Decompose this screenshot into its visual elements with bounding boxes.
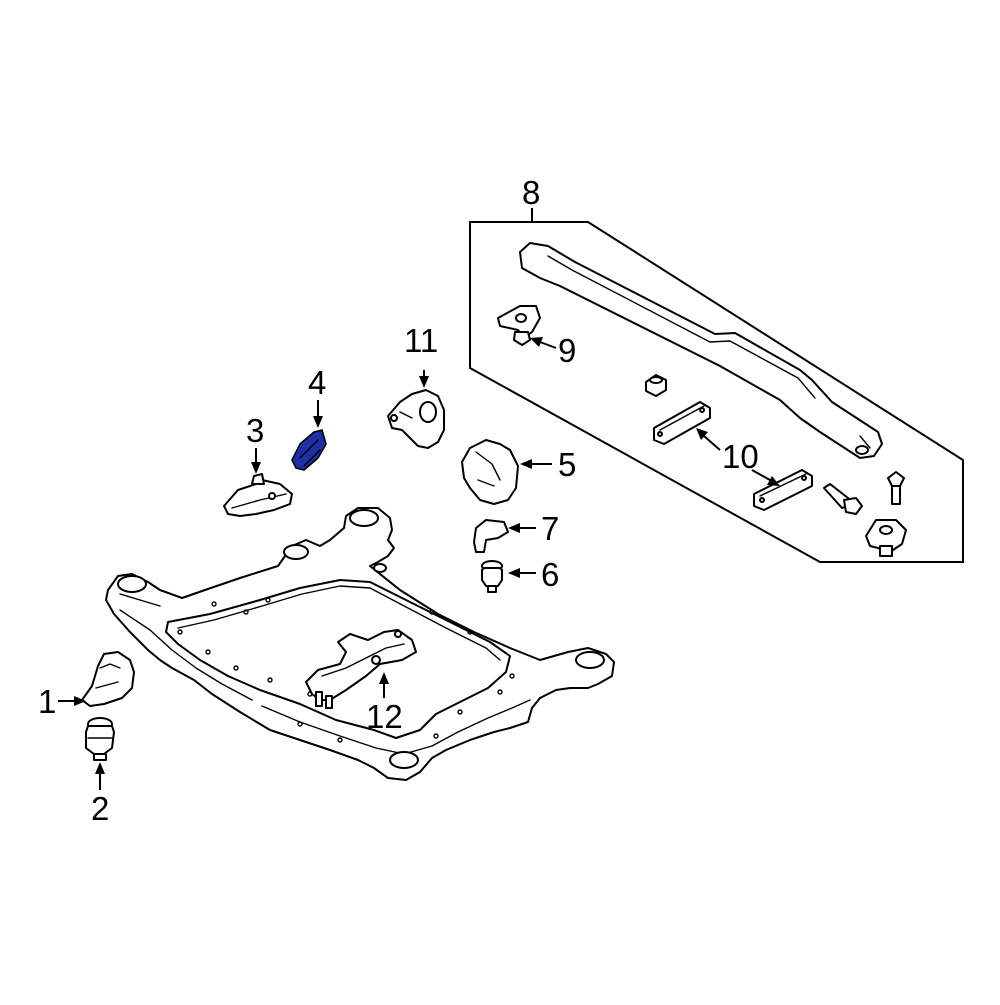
callout-1: 1 [38, 683, 56, 720]
inset-panel [469, 221, 964, 563]
bracket-part-4-highlighted[interactable] [291, 429, 327, 471]
bracket-part-1[interactable] [81, 651, 135, 707]
callout-2: 2 [91, 790, 109, 827]
callout-12: 12 [366, 698, 403, 735]
mount-part-11[interactable] [387, 389, 445, 449]
plate-part-10-upper[interactable] [653, 401, 711, 445]
long-bolt[interactable] [823, 483, 863, 515]
mount-part-9[interactable] [497, 305, 541, 346]
bushing-part-6[interactable] [481, 560, 503, 593]
callout-4: 4 [308, 364, 326, 401]
short-bolt[interactable] [887, 471, 905, 505]
callout-7: 7 [541, 510, 559, 547]
mount-part-5[interactable] [461, 439, 519, 505]
callout-10: 10 [722, 438, 759, 475]
callout-5: 5 [558, 446, 576, 483]
small-mount-right[interactable] [865, 519, 907, 557]
callout-11: 11 [404, 322, 438, 359]
callout-3: 3 [246, 412, 264, 449]
callout-9: 9 [558, 332, 576, 369]
mount-part-3[interactable] [223, 473, 293, 517]
callout-6: 6 [541, 556, 559, 593]
bushing-part-2[interactable] [85, 717, 115, 761]
mount-part-12[interactable] [305, 629, 417, 709]
callout-8: 8 [522, 174, 540, 211]
plate-part-10-lower[interactable] [753, 469, 813, 511]
grommet[interactable] [645, 374, 667, 397]
crossmember-beam[interactable] [519, 242, 883, 459]
bracket-part-7[interactable] [473, 519, 509, 553]
